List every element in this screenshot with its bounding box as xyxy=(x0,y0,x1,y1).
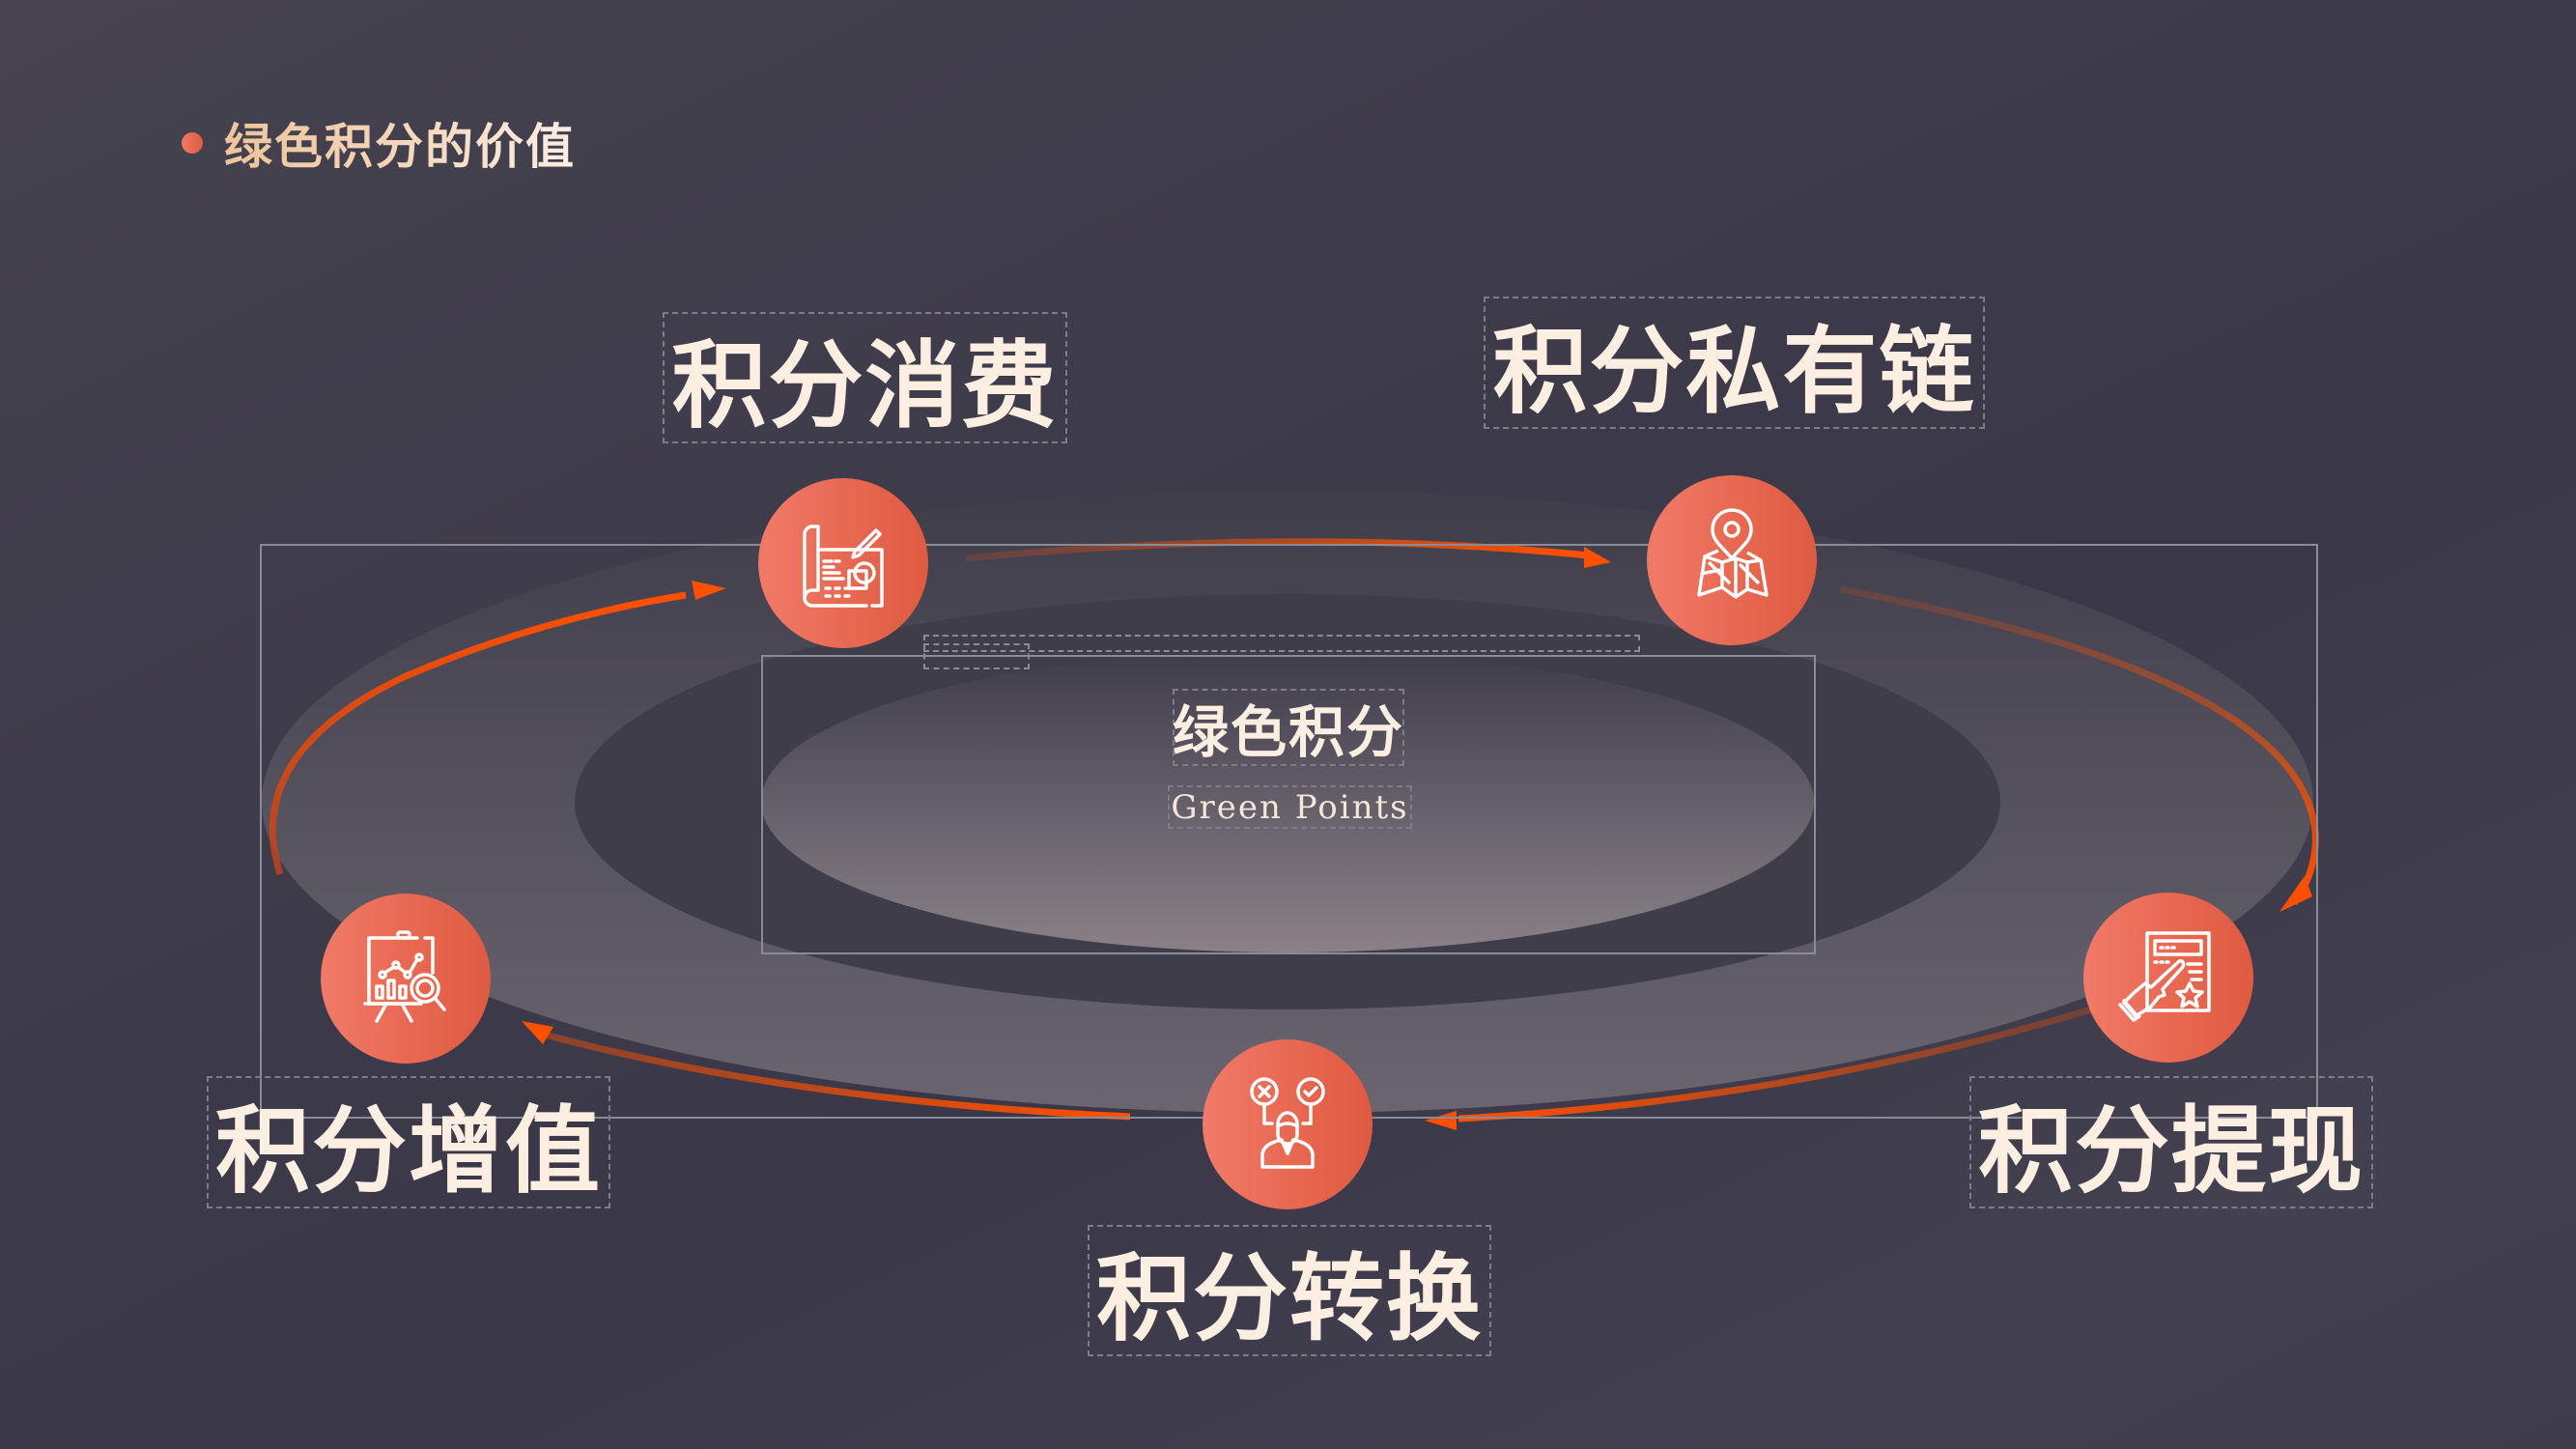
arrow-bottom-left xyxy=(540,1030,1131,1121)
arrow-right xyxy=(1839,585,2319,906)
center-title: 绿色积分 xyxy=(1173,689,1404,766)
center-subtitle: Green Points xyxy=(1168,785,1412,829)
center-outline xyxy=(761,655,1816,954)
node-label-convert: 积分转换 xyxy=(1088,1225,1491,1356)
node-withdraw[interactable] xyxy=(2083,893,2253,1063)
node-consume[interactable] xyxy=(758,478,928,648)
node-label-appreciate: 积分增值 xyxy=(207,1076,610,1208)
node-label-private-chain: 积分私有链 xyxy=(1484,297,1985,429)
node-label-withdraw: 积分提现 xyxy=(1969,1076,2373,1208)
slide-title-text: 绿色积分的价值 xyxy=(224,108,576,178)
arrowhead-top-icon xyxy=(1584,547,1611,568)
arrowhead-right-icon xyxy=(2279,876,2312,912)
arrowhead-left-icon xyxy=(522,1021,553,1044)
placeholder-outline-b xyxy=(923,643,1030,669)
bullet-dot-icon xyxy=(182,132,203,154)
arrow-top xyxy=(965,538,1590,562)
slide-title: 绿色积分的价值 xyxy=(182,108,576,178)
hand-pointing-document-star-icon xyxy=(2118,931,2211,1022)
arrow-bottom-right xyxy=(1458,1006,2093,1122)
inner-disk xyxy=(761,651,1814,952)
node-convert[interactable] xyxy=(1203,1039,1373,1209)
blueprint-pencil-icon xyxy=(803,525,884,608)
node-appreciate[interactable] xyxy=(321,894,491,1064)
person-decision-icon xyxy=(1250,1077,1325,1169)
arrow-left xyxy=(269,591,687,876)
placeholder-outline-a xyxy=(923,635,1640,652)
presentation-chart-magnifier-icon xyxy=(363,930,446,1023)
node-private-chain[interactable] xyxy=(1647,475,1817,645)
arrowhead-up-icon xyxy=(692,581,726,600)
node-label-consume: 积分消费 xyxy=(663,312,1067,443)
map-pin-icon xyxy=(1697,508,1769,599)
arrowhead-bottom-icon xyxy=(1425,1111,1457,1130)
